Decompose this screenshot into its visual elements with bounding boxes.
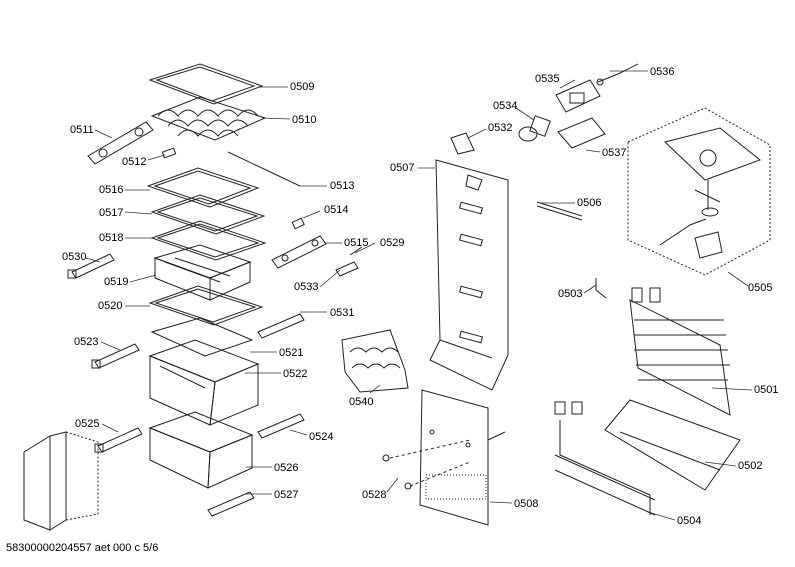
part-label-0522: 0522 [283,368,308,380]
part-label-0515: 0515 [344,237,369,249]
part-label-0534: 0534 [493,100,518,112]
door-shell [23,431,99,531]
part-label-0533: 0533 [294,281,319,293]
part-label-0506: 0506 [577,197,602,209]
part-label-0513: 0513 [330,180,355,192]
screws-0528 [382,439,471,490]
sensor-0506 [536,201,583,221]
part-label-0516: 0516 [99,184,124,196]
part-label-0525: 0525 [75,418,100,430]
shelf-0520 [148,285,264,326]
crisper-tray-0519 [153,244,252,301]
part-label-0535: 0535 [535,73,560,85]
rod-0513 [227,151,301,187]
part-label-0521: 0521 [279,347,304,359]
part-label-0517: 0517 [99,207,124,219]
part-label-0507: 0507 [390,162,415,174]
cover-0537 [557,117,606,149]
part-label-0502: 0502 [738,460,763,472]
fan-panel-0508 [419,389,506,526]
shelf-0509 [148,63,264,105]
drawer-cover-0521 [150,317,254,357]
part-label-0501: 0501 [754,384,779,396]
part-label-0504: 0504 [677,515,702,527]
part-label-0510: 0510 [292,114,317,126]
cable-0536 [596,63,639,86]
document-footer: 58300000204557 aet 000 c 5/6 [6,542,159,554]
part-label-0536: 0536 [650,66,675,78]
part-label-0531: 0531 [330,307,355,319]
leader-lines [85,70,753,521]
clip-0514 [291,217,305,230]
drawer-0522 [148,339,260,426]
rear-panel-0507 [429,159,509,391]
bracket-0511 [87,121,154,165]
part-label-0508: 0508 [514,498,539,510]
lamp-housing-0535 [555,79,601,113]
evaporator-0501 [629,287,731,416]
part-label-0512: 0512 [122,156,147,168]
drip-tray-0502 [604,399,741,491]
shelf-0518 [150,220,267,261]
part-label-0526: 0526 [274,462,299,474]
part-label-0530: 0530 [62,251,87,263]
part-label-0518: 0518 [99,232,124,244]
part-label-0537: 0537 [602,147,627,159]
bracket-0515 [271,235,327,269]
shelf-0517 [150,194,266,235]
part-label-0524: 0524 [309,431,334,443]
part-label-0532: 0532 [488,122,513,134]
pin-0529 [349,246,363,256]
part-label-0509: 0509 [290,81,315,93]
cap-0534 [518,115,551,142]
part-label-0527: 0527 [274,489,299,501]
part-label-0503: 0503 [558,288,583,300]
part-label-0528: 0528 [362,489,387,501]
part-label-0520: 0520 [98,300,123,312]
clip-0533 [335,261,359,277]
cover-plate-0532 [450,132,475,155]
clip-0512 [161,147,177,159]
part-label-0514: 0514 [324,204,349,216]
rails-0530-0531-0523-0524-0525-0527 [67,253,305,517]
wine-rack-0510 [150,96,267,141]
part-label-0505: 0505 [748,282,773,294]
heater-0504 [554,401,656,516]
wire-0503 [595,278,607,299]
part-label-0529: 0529 [380,237,405,249]
part-label-0511: 0511 [70,124,94,136]
part-label-0519: 0519 [104,276,129,288]
air-duct-0540 [341,329,409,393]
part-label-0523: 0523 [74,336,99,348]
fan-assembly-0505 [627,107,771,276]
drawer-0526 [148,411,254,489]
part-label-0540: 0540 [349,396,374,408]
shelf-0516 [146,167,260,208]
